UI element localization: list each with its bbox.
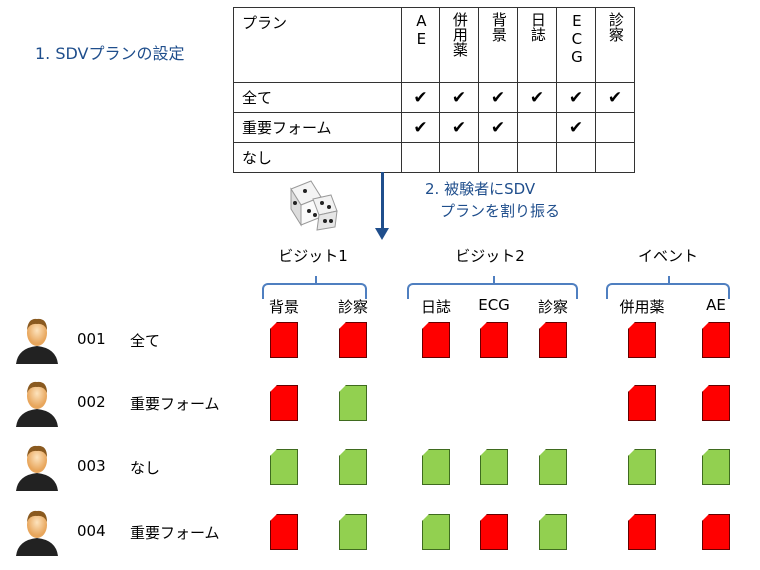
group-title: イベント <box>637 247 699 265</box>
empty-cell <box>595 112 635 143</box>
step2-line2: プランを割り振る <box>425 202 561 220</box>
form-status-icon-green <box>539 449 567 485</box>
subject-id: 003 <box>77 457 106 475</box>
column-label: 日誌 <box>528 12 547 42</box>
empty-cell <box>401 142 440 173</box>
person-icon <box>14 379 60 427</box>
form-status-icon-green <box>539 514 567 550</box>
form-status-icon-green <box>339 385 367 421</box>
assign-arrow <box>381 172 384 232</box>
group-brace <box>606 276 730 299</box>
form-status-icon-green <box>702 449 730 485</box>
form-label: 診察 <box>537 298 569 316</box>
plan-header: プラン <box>233 7 402 83</box>
form-label: 日誌 <box>420 298 452 316</box>
form-status-icon-red <box>702 514 730 550</box>
check-icon: ✔ <box>478 112 518 143</box>
subject-id: 004 <box>77 522 106 540</box>
person-icon <box>14 443 60 491</box>
column-label: 診察 <box>606 12 625 42</box>
form-status-icon-green <box>339 449 367 485</box>
plan-column-header: ECG <box>556 7 596 83</box>
form-label: AE <box>706 296 726 314</box>
column-label: 背景 <box>489 12 508 42</box>
plan-row: なし <box>233 142 635 173</box>
check-icon: ✔ <box>401 112 440 143</box>
person-icon <box>14 508 60 556</box>
step2-line1: 2. 被験者にSDV <box>425 180 536 198</box>
check-icon: ✔ <box>517 82 557 113</box>
group-title: ビジット2 <box>455 247 525 265</box>
column-label: ECG <box>567 12 586 66</box>
subject-plan: 重要フォーム <box>130 524 220 542</box>
check-icon: ✔ <box>595 82 635 113</box>
form-status-icon-red <box>480 514 508 550</box>
form-status-icon-green <box>422 514 450 550</box>
empty-cell <box>478 142 518 173</box>
form-status-icon-red <box>628 385 656 421</box>
plan-column-header: AE <box>401 7 440 83</box>
plan-name: 全て <box>233 82 402 113</box>
arrow-head-icon <box>375 228 389 240</box>
check-icon: ✔ <box>439 112 479 143</box>
form-status-icon-green <box>422 449 450 485</box>
check-icon: ✔ <box>439 82 479 113</box>
form-label: 背景 <box>268 298 300 316</box>
subject-id: 001 <box>77 330 106 348</box>
form-status-icon-red <box>702 322 730 358</box>
plan-name: なし <box>233 142 402 173</box>
form-status-icon-red <box>539 322 567 358</box>
empty-cell <box>595 142 635 173</box>
empty-cell <box>517 142 557 173</box>
plan-column-header: 併用薬 <box>439 7 479 83</box>
form-status-icon-red <box>702 385 730 421</box>
group-brace <box>262 276 367 299</box>
subject-plan: 全て <box>130 332 161 350</box>
form-status-icon-red <box>270 514 298 550</box>
form-status-icon-red <box>480 322 508 358</box>
subject-plan: なし <box>130 459 161 477</box>
plan-row: 全て✔✔✔✔✔✔ <box>233 82 635 113</box>
column-label: 併用薬 <box>450 12 469 57</box>
form-status-icon-green <box>480 449 508 485</box>
form-status-icon-red <box>270 322 298 358</box>
form-status-icon-red <box>422 322 450 358</box>
check-icon: ✔ <box>478 82 518 113</box>
check-icon: ✔ <box>556 112 596 143</box>
step1-label: 1. SDVプランの設定 <box>35 44 185 63</box>
form-label: 併用薬 <box>619 298 665 316</box>
plan-column-header: 日誌 <box>517 7 557 83</box>
form-status-icon-red <box>628 322 656 358</box>
empty-cell <box>556 142 596 173</box>
form-status-icon-red <box>270 385 298 421</box>
person-icon <box>14 316 60 364</box>
form-status-icon-green <box>339 514 367 550</box>
subject-plan: 重要フォーム <box>130 395 220 413</box>
group-title: ビジット1 <box>278 247 348 265</box>
form-status-icon-green <box>628 449 656 485</box>
check-icon: ✔ <box>401 82 440 113</box>
plan-row: 重要フォーム✔✔✔✔ <box>233 112 635 143</box>
subject-id: 002 <box>77 393 106 411</box>
step2-label: 2. 被験者にSDV プランを割り振る <box>425 178 560 222</box>
form-status-icon-green <box>270 449 298 485</box>
form-status-icon-red <box>339 322 367 358</box>
check-icon: ✔ <box>556 82 596 113</box>
empty-cell <box>517 112 557 143</box>
group-brace <box>407 276 578 299</box>
dice-icon <box>290 180 338 231</box>
column-label: AE <box>412 12 431 48</box>
plan-column-header: 診察 <box>595 7 635 83</box>
plan-column-header: 背景 <box>478 7 518 83</box>
empty-cell <box>439 142 479 173</box>
form-label: ECG <box>478 296 510 314</box>
form-label: 診察 <box>337 298 369 316</box>
form-status-icon-red <box>628 514 656 550</box>
plan-name: 重要フォーム <box>233 112 402 143</box>
